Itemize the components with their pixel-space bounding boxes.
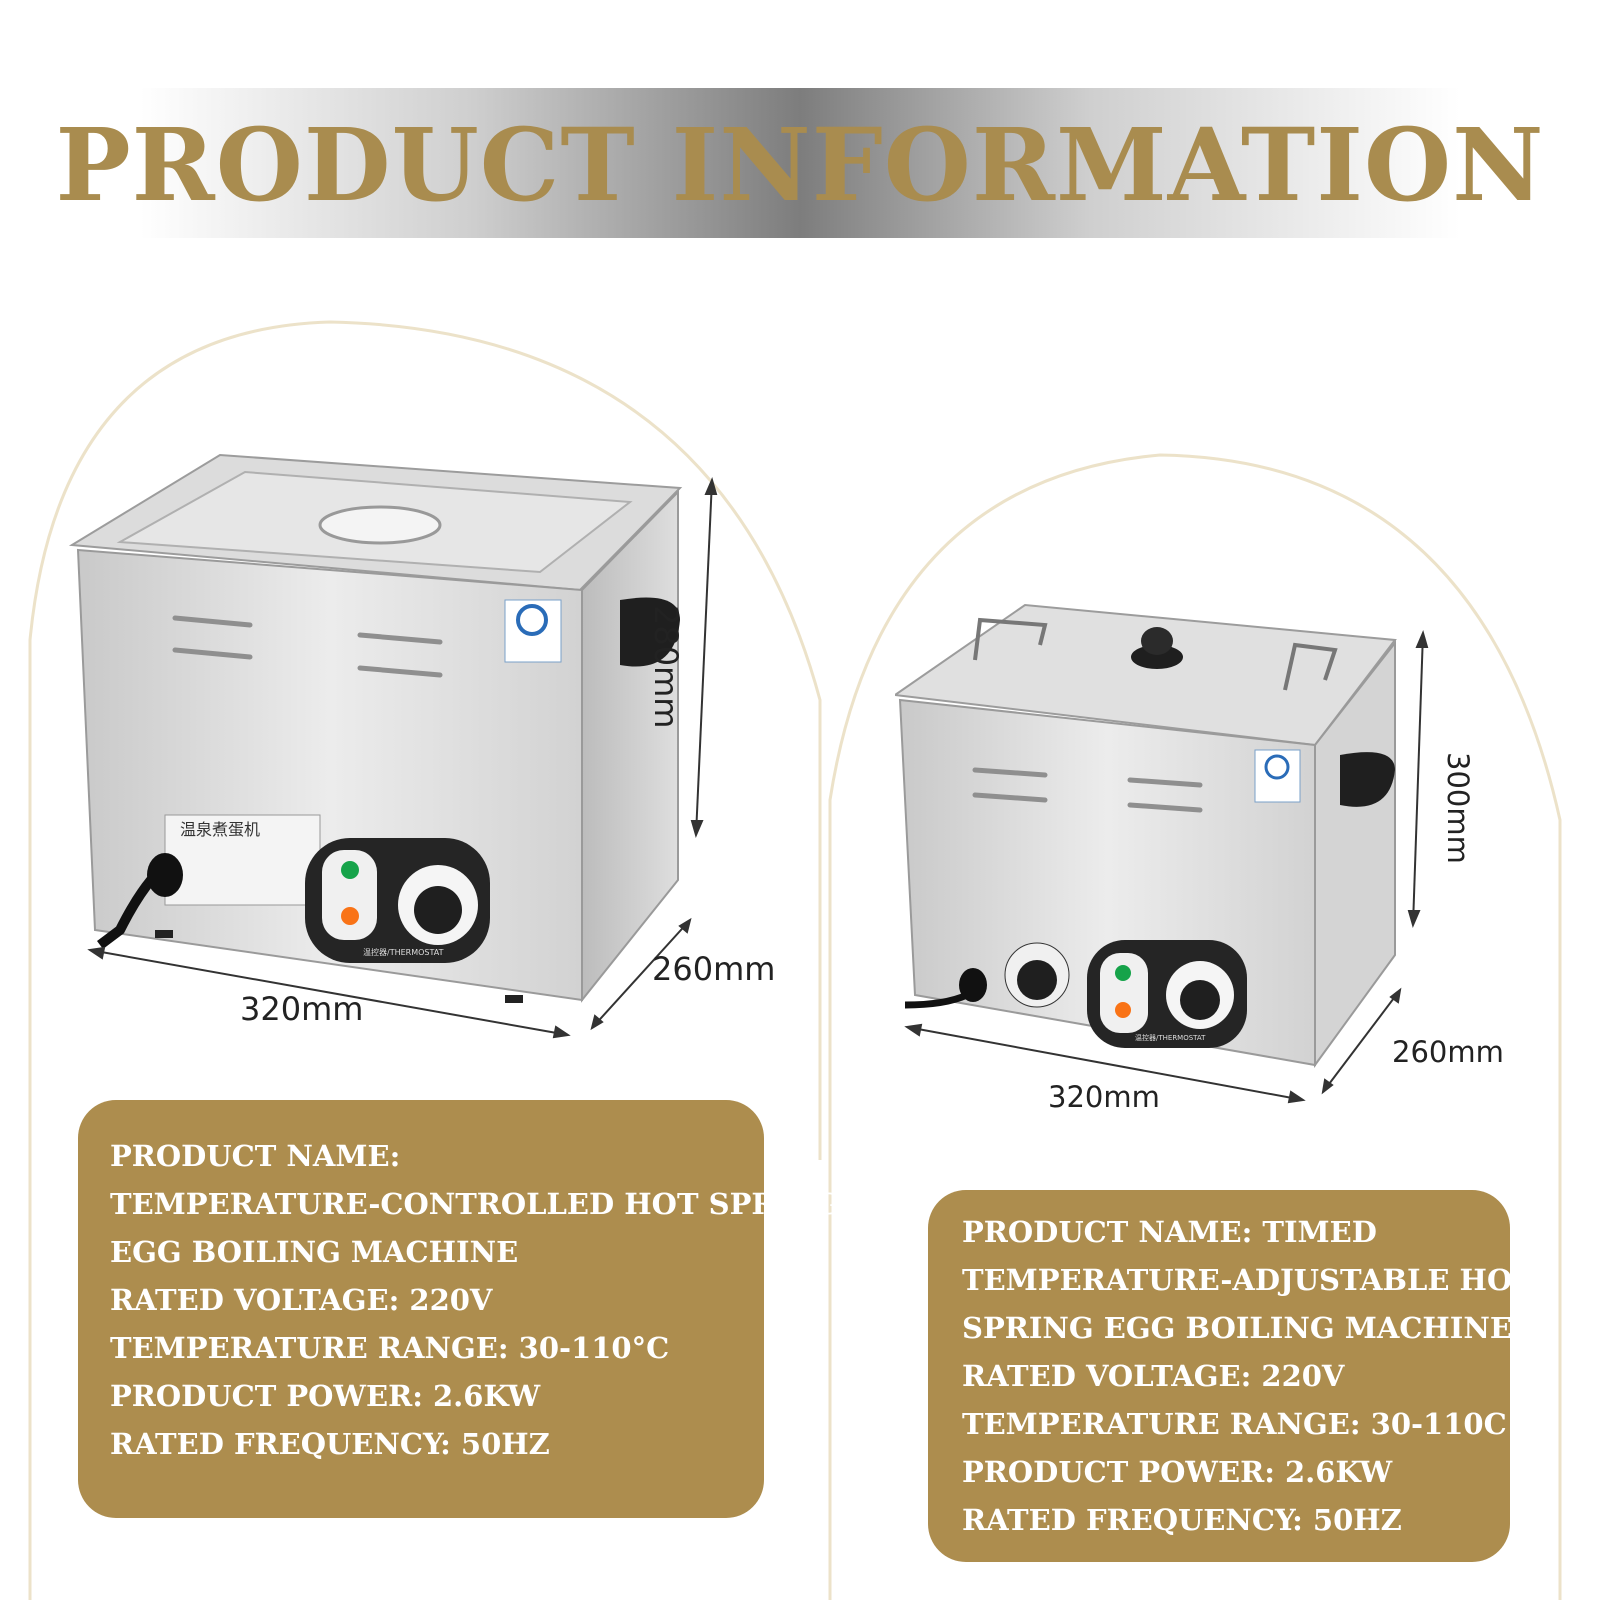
info-line: RATED VOLTAGE: 220V: [110, 1283, 493, 1317]
right-width-dimension: 320mm: [1048, 1080, 1160, 1114]
info-line: EGG BOILING MACHINE: [110, 1235, 519, 1269]
left-thermostat-label: 温控器/THERMOSTAT: [363, 947, 444, 957]
left-label-text: 温泉煮蛋机: [180, 820, 260, 839]
info-line: TEMPERATURE-ADJUSTABLE HOT: [962, 1263, 1534, 1297]
title-gradient-band: [140, 88, 1460, 238]
info-line: TEMPERATURE RANGE: 30-110C: [962, 1407, 1507, 1441]
info-line: PRODUCT NAME:: [110, 1139, 401, 1173]
right-thermostat-label: 温控器/THERMOSTAT: [1135, 1033, 1206, 1042]
right-egg-boiler-image: 温控器/THERMOSTAT: [895, 603, 1429, 1104]
info-line: TEMPERATURE-CONTROLLED HOT SPRING: [110, 1187, 841, 1221]
info-line: PRODUCT NAME: TIMED: [962, 1215, 1377, 1249]
right-depth-dimension: 260mm: [1392, 1035, 1504, 1069]
info-line: SPRING EGG BOILING MACHINE: [962, 1311, 1512, 1345]
right-product-info-box: PRODUCT NAME: TIMED TEMPERATURE-ADJUSTAB…: [928, 1190, 1534, 1562]
info-line: RATED VOLTAGE: 220V: [962, 1359, 1345, 1393]
left-egg-boiler-image: 温泉煮蛋机 温控器/THERMOSTAT: [68, 453, 718, 1039]
info-line: RATED FREQUENCY: 50HZ: [962, 1503, 1402, 1537]
info-line: TEMPERATURE RANGE: 30-110°C: [110, 1331, 670, 1365]
left-product-info-box: PRODUCT NAME: TEMPERATURE-CONTROLLED HOT…: [78, 1100, 841, 1518]
left-height-dimension: 280mm: [647, 605, 685, 729]
left-depth-dimension: 260mm: [652, 950, 776, 988]
page-title: PRODUCT INFORMATION: [55, 106, 1545, 224]
info-line: PRODUCT POWER: 2.6KW: [962, 1455, 1393, 1489]
left-width-dimension: 320mm: [240, 990, 364, 1028]
info-line: RATED FREQUENCY: 50HZ: [110, 1427, 550, 1461]
info-line: PRODUCT POWER: 2.6KW: [110, 1379, 541, 1413]
right-height-dimension: 300mm: [1441, 752, 1475, 864]
